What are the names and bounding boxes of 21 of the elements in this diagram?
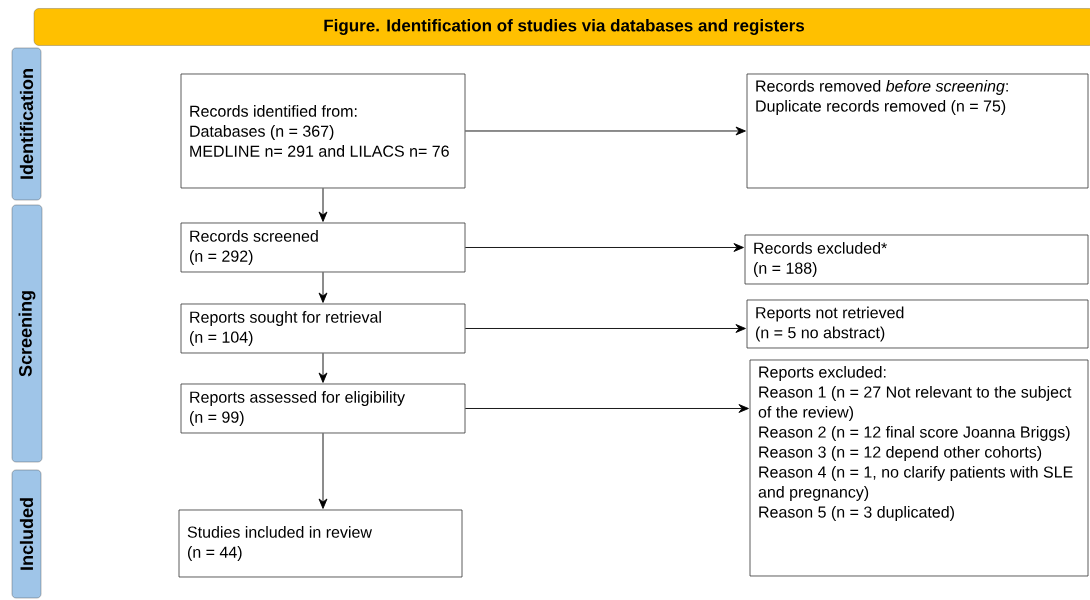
arrow: [464, 126, 746, 136]
process-box: Records screened (n = 292): [180, 222, 466, 273]
arrow: [318, 352, 328, 383]
phase-label-band: Identification: [11, 47, 42, 201]
process-box: Studies included in review (n = 44): [178, 509, 463, 578]
phase-label-band: Screening: [11, 204, 43, 463]
arrow: [318, 432, 328, 509]
title-banner: Figure. Identification of studies via databases and registers: [33, 8, 1090, 46]
process-box: Records excluded* (n = 188): [744, 234, 1089, 285]
arrow: [318, 187, 328, 222]
process-box: Reports assessed for eligibility (n = 99): [180, 383, 466, 434]
arrow: [464, 404, 749, 413]
process-box: Records removed before screening: Duplicate records removed (n = 75): [746, 73, 1089, 189]
phase-label-band: Included: [11, 469, 42, 599]
process-box: Reports sought for retrieval (n = 104): [180, 303, 466, 354]
arrow: [464, 324, 746, 333]
process-box: Reports not retrieved (n = 5 no abstract): [746, 299, 1089, 349]
process-box: Reports excluded: Reason 1 (n = 27 Not relevant to the subject of the review) Reason 2 (n = 12 final score Joanna Briggs) Reason 3 (n = 12 depend other cohorts) Reason 4 (n = 1, no clarify patients with SLE and pregnancy) Reason 5 (n = 3 duplicated): [749, 359, 1089, 577]
process-box: Records identified from: Databases (n = 367) MEDLINE n= 291 and LILACS n= 76: [180, 73, 466, 189]
arrow: [464, 243, 744, 252]
arrow: [318, 271, 328, 303]
